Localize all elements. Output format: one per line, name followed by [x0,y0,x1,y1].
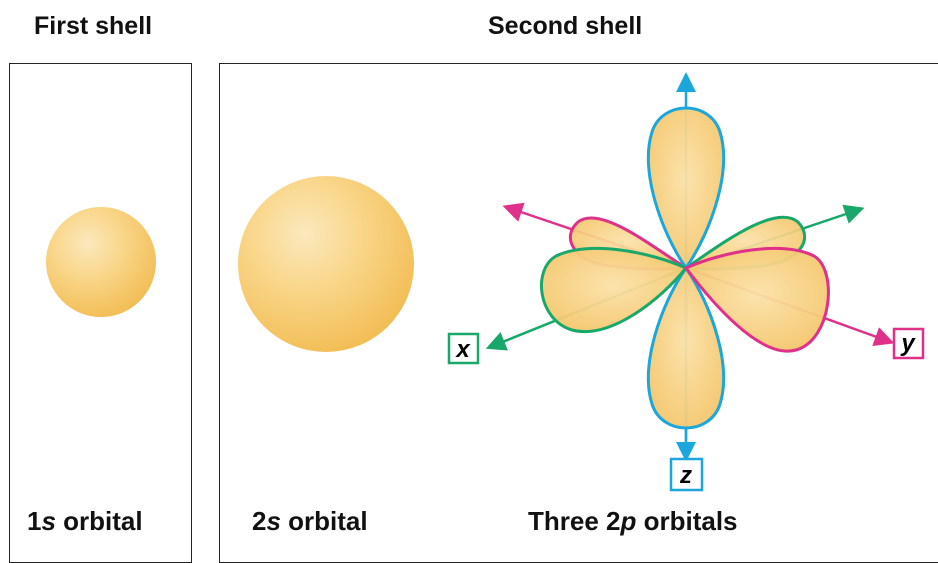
y-axis-label-box [892,327,925,360]
z-axis-label-box [669,457,704,492]
first-shell-heading: First shell [34,12,153,40]
caption-2p-orbitals: Three 2p orbitals [528,506,738,536]
caption-2s-orbital: 2s orbital [252,506,368,536]
orbital-1s-sphere [46,207,156,317]
pz-orbital-top-lobe [646,106,726,271]
pz-orbital-bottom-lobe [646,265,726,430]
orbital-2s-sphere [238,176,414,352]
x-axis-label-box [447,332,480,365]
caption-1s-orbital: 1s orbital [27,506,143,536]
first-shell-panel [9,63,192,563]
y-axis-label: y [900,330,916,357]
x-axis-label: x [454,336,471,363]
px-orbital-front-lobe [540,246,689,333]
second-shell-heading: Second shell [488,12,643,40]
z-axis-label: z [679,462,692,489]
py-orbital-front-lobe [683,246,830,353]
